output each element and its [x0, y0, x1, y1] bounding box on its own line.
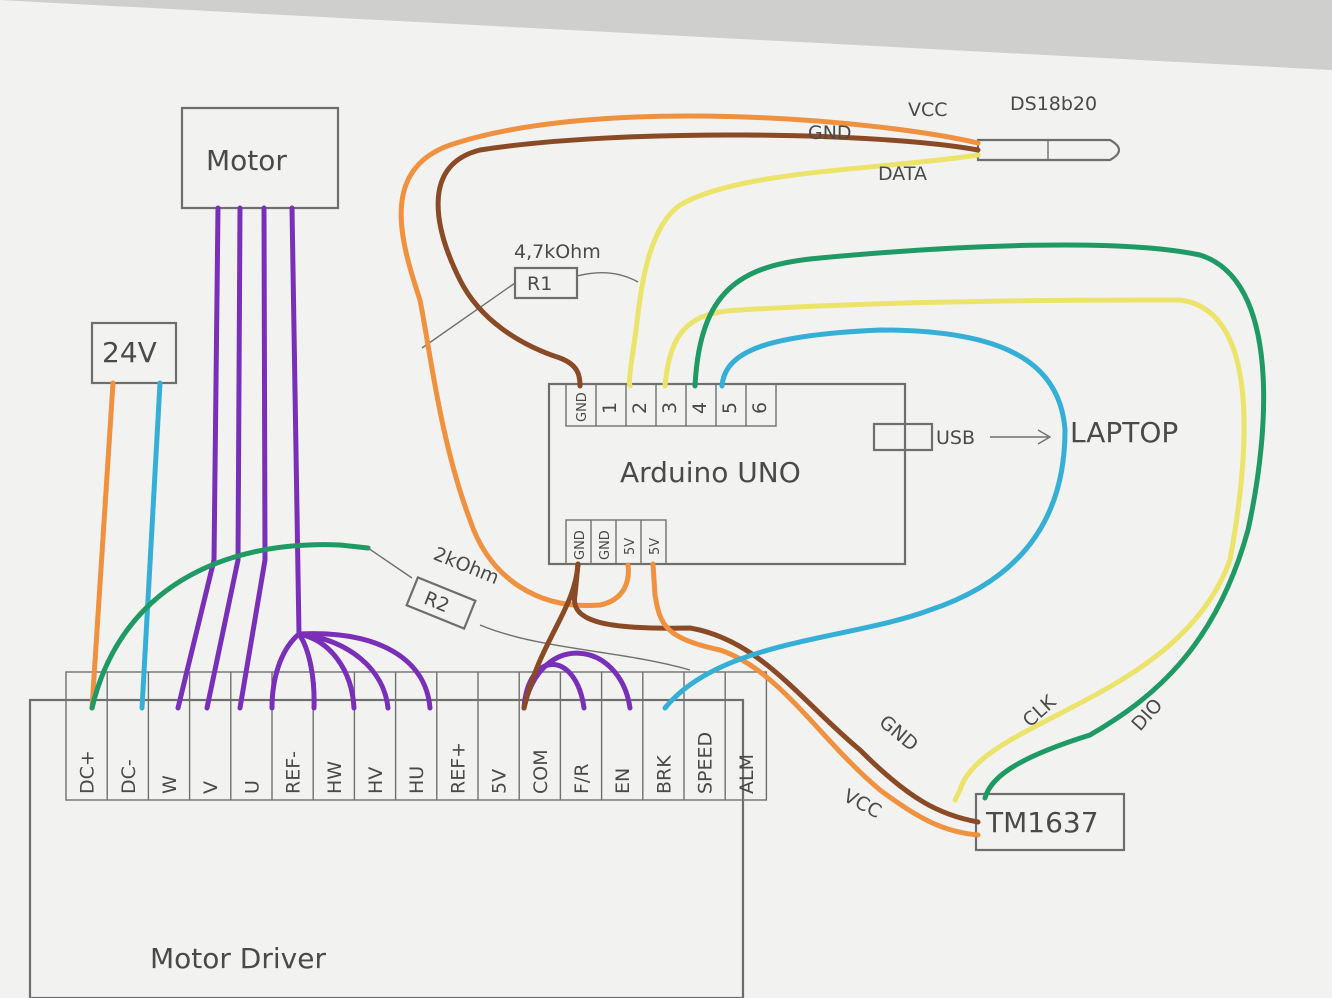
wire-display-dio — [692, 242, 1267, 801]
motor-box — [180, 106, 340, 210]
arduino-top-header — [565, 383, 777, 427]
arduino-bottom-pin-gnd-1: GND — [573, 530, 588, 560]
arduino-top-pin-labels: GND 1 2 3 4 5 6 — [575, 392, 771, 422]
arduino-bottom-pin-gnd-2: GND — [598, 530, 613, 560]
wire-motor-w — [175, 205, 221, 711]
sensor-data-label: DATA — [878, 163, 927, 185]
driver-pin-4: U — [241, 780, 263, 794]
wire-power-positive — [89, 380, 116, 711]
arduino-pin-6: 6 — [749, 402, 771, 414]
motor-label: Motor — [206, 144, 287, 177]
driver-pin-15: SPEED — [695, 732, 717, 794]
wire-display-clk — [662, 297, 1247, 803]
driver-pin-8: HU — [406, 766, 428, 794]
driver-pin-12: F/R — [571, 763, 593, 794]
wire-display-gnd — [571, 561, 981, 825]
arduino-bottom-pin-dividers — [590, 520, 642, 564]
usb-label: USB — [936, 427, 975, 449]
driver-pin-16: ALM — [736, 754, 758, 794]
driver-pin-9: REF+ — [447, 742, 469, 794]
wire-motor-v — [204, 205, 243, 711]
wire-sensor-gnd — [435, 132, 981, 389]
arduino-pin-2: 2 — [629, 402, 651, 414]
driver-pin-2: W — [159, 775, 181, 794]
resistor-r1-label: R1 — [527, 273, 552, 295]
resistor-r2 — [405, 576, 477, 630]
arduino-label: Arduino UNO — [620, 456, 801, 489]
display-label: TM1637 — [985, 806, 1099, 839]
resistor-r1-value: 4,7kOhm — [514, 241, 601, 263]
wire-motor-u — [237, 205, 268, 711]
driver-pin-6: HW — [324, 761, 346, 794]
arduino-bottom-pin-5v-2: 5V — [648, 538, 663, 555]
wire-sensor-vcc — [398, 113, 981, 609]
wire-display-vcc — [650, 561, 981, 838]
arduino-top-pin-dividers — [595, 384, 747, 426]
power-box — [90, 321, 178, 385]
wire-hall-ref — [269, 631, 302, 711]
r2-lead-right — [479, 624, 691, 671]
wire-motor-hall — [289, 205, 302, 637]
driver-pin-10: 5V — [489, 769, 511, 794]
driver-pin-13: EN — [612, 768, 634, 794]
driver-pin-11: COM — [530, 749, 552, 794]
wire-sensor-data — [627, 152, 981, 389]
usb-arrow-head — [1037, 429, 1052, 445]
driver-pin-0: DC+ — [77, 750, 99, 794]
driver-pin-1: DC- — [118, 759, 140, 794]
wire-gnd-com — [521, 561, 581, 711]
sensor-label: DS18b20 — [1010, 93, 1097, 115]
driver-pin-3: V — [200, 781, 222, 794]
driver-label: Motor Driver — [150, 942, 326, 975]
arduino-pin-gnd: GND — [575, 392, 590, 422]
sensor-vcc-label: VCC — [908, 99, 948, 121]
sensor-body — [976, 138, 1121, 162]
resistor-leads — [367, 271, 691, 671]
r1-lead-right — [576, 271, 639, 283]
power-label: 24V — [102, 336, 157, 369]
wire-hall-hw — [296, 631, 317, 711]
wire-speed-pin5 — [662, 327, 1068, 711]
r2-lead-left — [367, 547, 413, 579]
arduino-pin-4: 4 — [689, 402, 711, 414]
wire-hall-hu — [296, 631, 391, 711]
driver-pin-7: HV — [365, 767, 387, 794]
sensor-gnd-label: GND — [808, 122, 852, 144]
wire-dc-plus-ref — [89, 542, 371, 711]
driver-pin-5: REF- — [283, 751, 305, 794]
laptop-label: LAPTOP — [1070, 416, 1178, 449]
arduino-bottom-pin-5v-1: 5V — [623, 538, 638, 555]
arduino-pin-1: 1 — [599, 402, 621, 414]
usb-port — [872, 422, 934, 452]
arduino-pin-3: 3 — [659, 402, 681, 414]
driver-pin-14: BRK — [653, 755, 675, 794]
wire-hall-ref-plus — [296, 631, 433, 711]
r1-lead-left — [421, 282, 516, 349]
wire-power-negative — [139, 380, 163, 711]
arduino-pin-5: 5 — [719, 402, 741, 414]
motor-phase-wires — [175, 205, 633, 711]
paper-shadow — [0, 0, 1332, 70]
